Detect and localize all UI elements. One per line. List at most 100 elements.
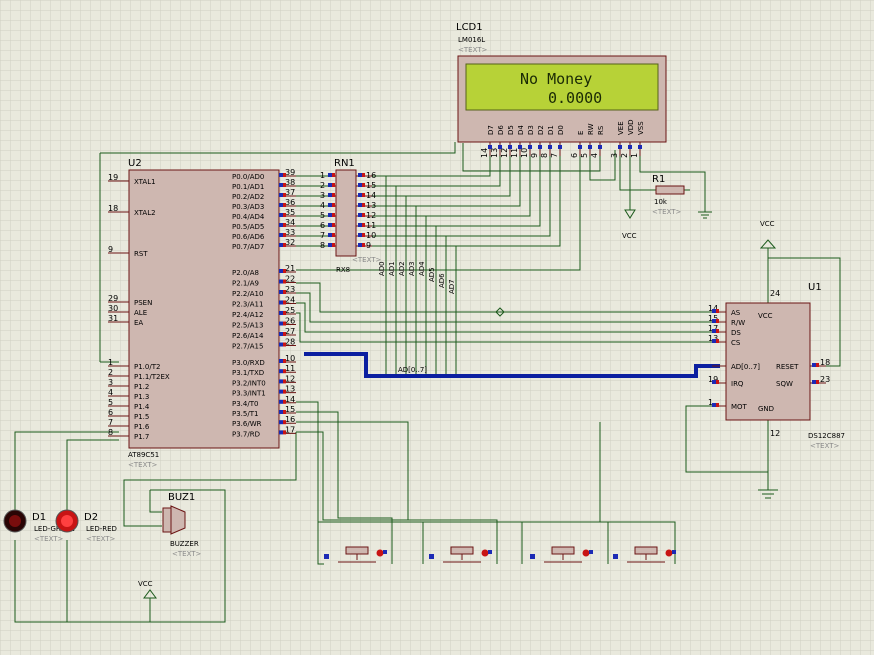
u1-right-pin-marker-end [816,363,819,367]
push-button-pin-left [530,554,535,559]
u2-right-pin-name: P0.2/AD2 [232,193,264,201]
u2-right-pin-name: P3.2/INT0 [232,379,266,387]
rn1-right-pin-marker [358,213,362,217]
push-button[interactable] [530,546,593,563]
u2-right-pin-name: P2.3/A11 [232,301,263,309]
lcd-pin-name: RS [597,125,605,135]
rn1-left-pin-num: 6 [320,221,325,230]
r1-value: 10k [654,198,668,206]
u2-right-pin-name: P3.7/RD [232,430,260,438]
u2-left-pin-name: ALE [134,309,147,317]
u2-right-pin-marker-end [283,243,286,247]
rn1-left-pin-num: 1 [320,171,325,180]
r1-resistor[interactable]: R1 10k <TEXT> VCC [622,174,685,240]
u2-left-pin-num: 30 [108,304,118,313]
u1-left-pin-marker-end [716,329,719,333]
buz1-body [162,507,172,533]
u2-right-pin-marker [279,223,283,227]
u1-left-pin-name: AD[0..7] [731,363,760,371]
u2-right-pin-num: 17 [285,425,295,434]
rn1-body [335,169,357,257]
u2-right-pin-num: 22 [285,275,295,284]
rn1-left-pin-marker [328,243,332,247]
buz1-buzzer[interactable]: BUZ1 BUZZER <TEXT> VCC [138,492,202,588]
rn1-right-pin-marker-end [362,173,365,177]
bus-entry-label: AD0 [378,261,386,276]
u2-right-pin-marker [279,173,283,177]
wire-junction [495,307,505,317]
u2-right-pin-marker [279,279,283,284]
u1-right-pin-num: 23 [820,375,830,384]
d1-led[interactable]: D1 LED-GREEN <TEXT> [3,509,75,543]
u2-right-pin-name: P2.0/A8 [232,269,259,277]
push-button-cap [634,546,658,555]
d1-led-lens [9,515,21,527]
lcd-ref: LCD1 [456,22,483,33]
push-button[interactable] [324,546,387,563]
rn1-right-pin-marker-end [362,213,365,217]
u2-left-pin-num: 19 [108,173,118,182]
rn1-right-pin-num: 16 [366,171,376,180]
bus-entry-label: AD1 [388,261,396,276]
lcd-component[interactable]: LCD1 LM016L <TEXT> No Money 0.0000 D714D… [456,22,667,158]
u2-right-pin-marker [279,203,283,207]
rn1-left-pin-marker-end [332,203,335,207]
push-button-pin-marker [488,550,492,554]
u1-body [725,302,811,421]
rn1-left-pin-marker-end [332,193,335,197]
u2-left-pin-name: RST [134,250,148,258]
u2-left-pin-name: P1.3 [134,393,149,401]
u2-right-pin-marker-end [283,233,286,237]
u2-left-pin-name: P1.6 [134,423,150,431]
u2-left-pin-num: 31 [108,314,118,323]
buz1-ref: BUZ1 [168,492,195,503]
lcd-pin-marker [518,145,522,149]
u2-right-pin-name: P3.0/RXD [232,359,265,367]
u2-right-pin-num: 25 [285,306,295,315]
lcd-pin-num: 12 [500,148,509,158]
push-button[interactable] [613,546,676,563]
u2-left-pin-name: P1.1/T2EX [134,373,170,381]
rn1-right-pin-marker-end [362,193,365,197]
u2-right-pin-num: 38 [285,178,295,187]
rn1-right-pin-marker [358,183,362,187]
u2-right-pin-num: 32 [285,238,295,247]
push-button-pin-left [429,554,434,559]
u1-left-pin-name: MOT [731,403,748,411]
u2-right-pin-marker-end [283,311,286,315]
rn1-right-pin-marker-end [362,223,365,227]
u2-text-tag: <TEXT> [128,461,158,469]
bus-entry-label: AD7 [448,279,456,294]
lcd-pin-name: E [577,131,585,135]
u1-right-pin-name: RESET [776,363,799,371]
rn1-left-pin-marker-end [332,183,335,187]
rn1-left-pin-marker-end [332,173,335,177]
u2-right-pin-marker-end [283,269,286,273]
d2-led[interactable]: D2 LED-RED <TEXT> [55,509,117,543]
lcd-pin-marker [538,145,542,149]
lcd-pin-name: D3 [527,125,535,135]
push-button-pin-right [665,549,673,557]
u1-gnd-pin-num: 12 [770,429,780,438]
lcd-pin-num: 11 [510,148,519,158]
u2-right-pin-name: P2.5/A13 [232,322,263,330]
lcd-pin-name: D2 [537,125,545,135]
u2-right-pin-marker-end [283,183,286,187]
u1-left-pin-marker [712,309,716,313]
u2-left-pin-name: P1.5 [134,413,149,421]
lcd-pin-marker [628,145,632,149]
u2-right-pin-marker [279,269,283,273]
push-buttons [324,546,676,563]
u1-left-pin-num: 15 [708,314,718,323]
push-button[interactable] [429,546,492,563]
rn1-left-pin-marker-end [332,213,335,217]
push-button-pin-marker [383,550,387,554]
u2-right-pin-num: 11 [285,364,295,373]
bus-entry-label: AD6 [438,273,446,288]
u1-right-pin-num: 18 [820,358,830,367]
lcd-line-2: 0.0000 [548,89,602,107]
rn1-right-pin-marker [358,243,362,247]
